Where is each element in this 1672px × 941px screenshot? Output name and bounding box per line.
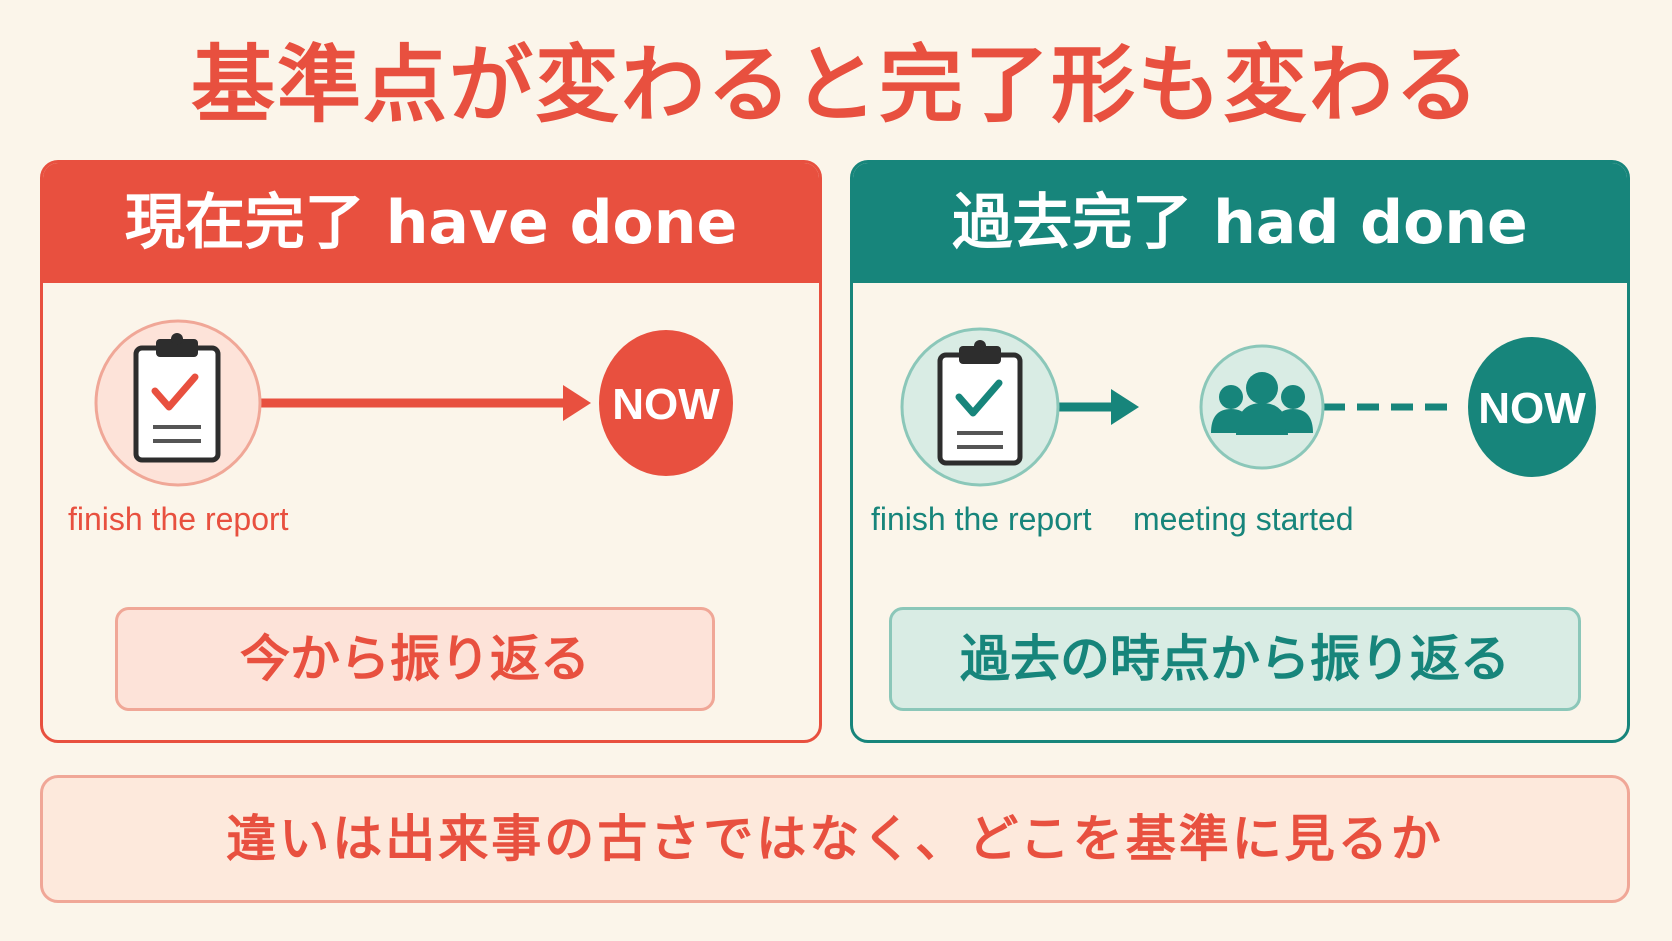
node-label-finish-report: finish the report [871, 501, 1092, 537]
page-title: 基準点が変わると完了形も変わる [190, 36, 1481, 134]
node-label-meeting-started: meeting started [1133, 501, 1354, 537]
clipboard-check-icon [900, 327, 1060, 487]
past-perfect-timeline: NOW [900, 327, 1596, 487]
group-icon [1199, 344, 1325, 470]
now-marker: NOW [1468, 337, 1596, 477]
present-perfect-timeline: NOW [94, 319, 733, 487]
present-perfect-caption: 今から振り返る [115, 607, 715, 711]
present-perfect-panel: 現在完了 have done NOW finish the report 今から… [40, 160, 822, 743]
past-perfect-caption: 過去の時点から振り返る [889, 607, 1581, 711]
now-label: NOW [612, 380, 720, 429]
timeline-arrowhead [563, 385, 591, 421]
summary-footer: 違いは出来事の古さではなく、どこを基準に見るか [40, 775, 1630, 903]
timeline-arrowhead [1111, 389, 1139, 425]
now-label: NOW [1478, 384, 1586, 433]
past-perfect-header: 過去完了 had done [853, 163, 1627, 283]
clipboard-check-icon [94, 319, 262, 487]
present-perfect-header: 現在完了 have done [43, 163, 819, 283]
now-marker: NOW [599, 330, 733, 476]
node-label-finish-report: finish the report [68, 501, 289, 537]
past-perfect-panel: 過去完了 had done N [850, 160, 1630, 743]
